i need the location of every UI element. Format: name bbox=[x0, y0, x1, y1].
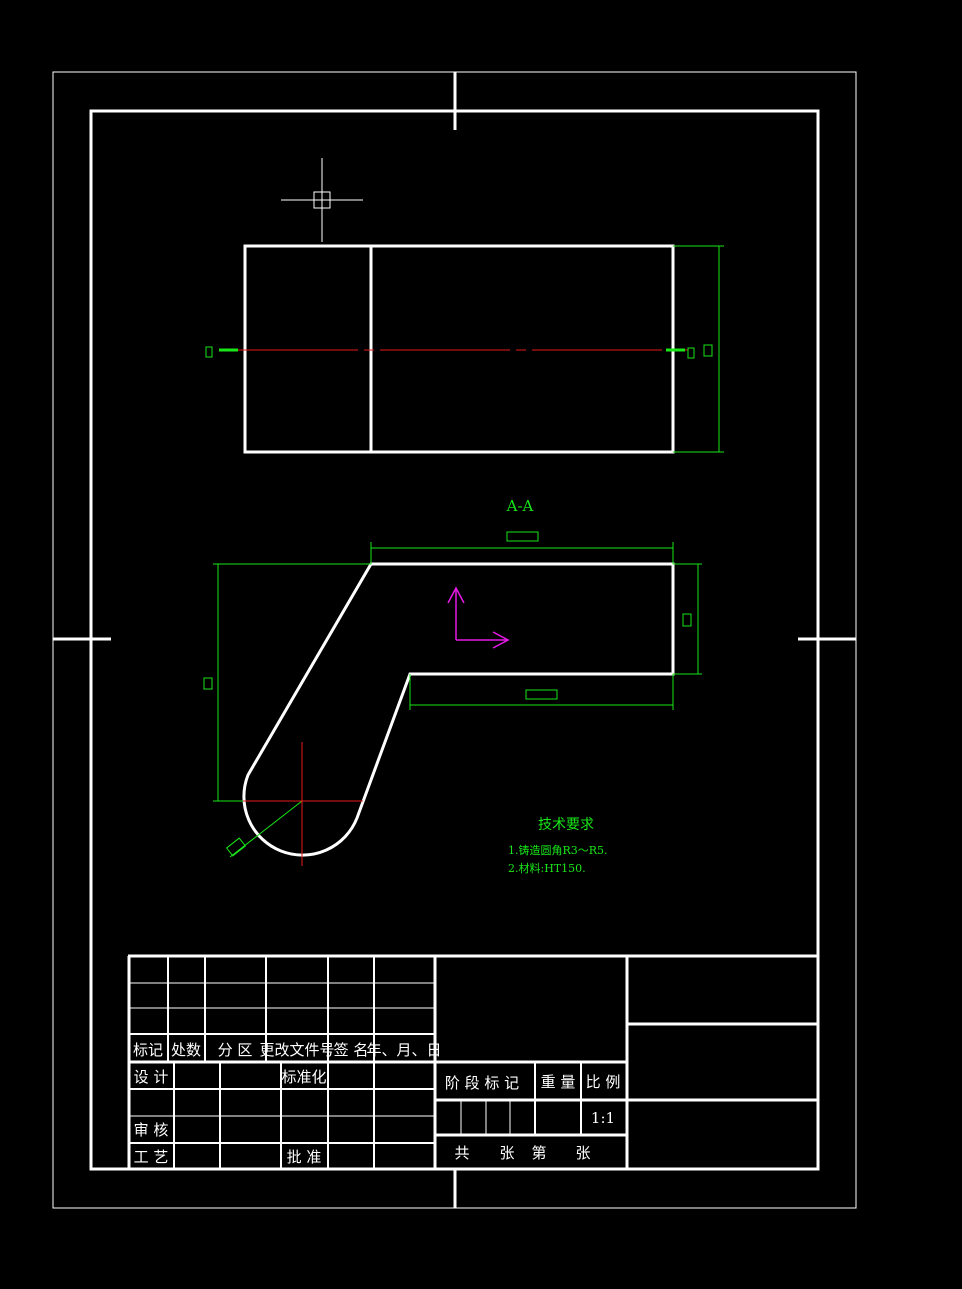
label-review: 审 核 bbox=[134, 1121, 169, 1139]
section-letter-box-left bbox=[205, 346, 213, 358]
section-letter-box-right bbox=[687, 347, 695, 359]
centering-marks bbox=[53, 72, 856, 1208]
label-standardize: 标准化 bbox=[281, 1068, 326, 1086]
sheet-total-prefix: 共 bbox=[454, 1144, 469, 1162]
tech-req-title: 技术要求 bbox=[538, 817, 594, 833]
ucs-icon bbox=[447, 586, 510, 649]
cursor-crosshair bbox=[281, 158, 363, 242]
header-signature: 签 名 bbox=[334, 1041, 369, 1059]
section-label: A-A bbox=[506, 497, 534, 515]
header-change-doc: 更改文件号 bbox=[259, 1041, 334, 1059]
technical-requirements: 技术要求 1.铸造圆角R3～R5. 2.材料:HT150. bbox=[508, 817, 608, 875]
sheet-number-prefix: 第 bbox=[531, 1144, 546, 1162]
dimension-radius[interactable] bbox=[225, 800, 303, 858]
title-block[interactable]: 标记 处数 分 区 更改文件号 签 名 年、月、日 设 计 标准化 审 核 工 … bbox=[127, 954, 818, 1169]
inner-border bbox=[89, 109, 820, 1171]
header-count: 处数 bbox=[171, 1041, 201, 1059]
tech-req-item-1: 1.铸造圆角R3～R5. bbox=[508, 843, 608, 857]
dimension-bottom-length[interactable] bbox=[409, 674, 674, 710]
dimension-height-top[interactable] bbox=[673, 245, 724, 453]
section-view[interactable] bbox=[203, 531, 702, 866]
header-mark: 标记 bbox=[133, 1041, 163, 1059]
label-stage-mark: 阶 段 标 记 bbox=[445, 1074, 519, 1092]
label-approve: 批 准 bbox=[287, 1148, 322, 1166]
dimension-top-width[interactable] bbox=[370, 531, 674, 564]
dimension-right-height[interactable] bbox=[673, 563, 702, 675]
header-date: 年、月、日 bbox=[366, 1041, 441, 1059]
header-zone: 分 区 bbox=[218, 1041, 253, 1059]
label-scale: 比 例 bbox=[586, 1073, 621, 1091]
label-design: 设 计 bbox=[134, 1068, 169, 1086]
top-view[interactable] bbox=[205, 244, 724, 454]
sheet-number-suffix: 张 bbox=[575, 1144, 590, 1162]
dimension-left-height[interactable] bbox=[203, 563, 371, 802]
tech-req-item-2: 2.材料:HT150. bbox=[508, 861, 586, 875]
outer-border bbox=[52, 71, 857, 1209]
label-process: 工 艺 bbox=[134, 1148, 169, 1166]
sheet-total-suffix: 张 bbox=[499, 1144, 514, 1162]
arc-center-mark bbox=[243, 742, 363, 866]
scale-value: 1:1 bbox=[591, 1109, 615, 1127]
label-weight: 重 量 bbox=[541, 1073, 576, 1091]
